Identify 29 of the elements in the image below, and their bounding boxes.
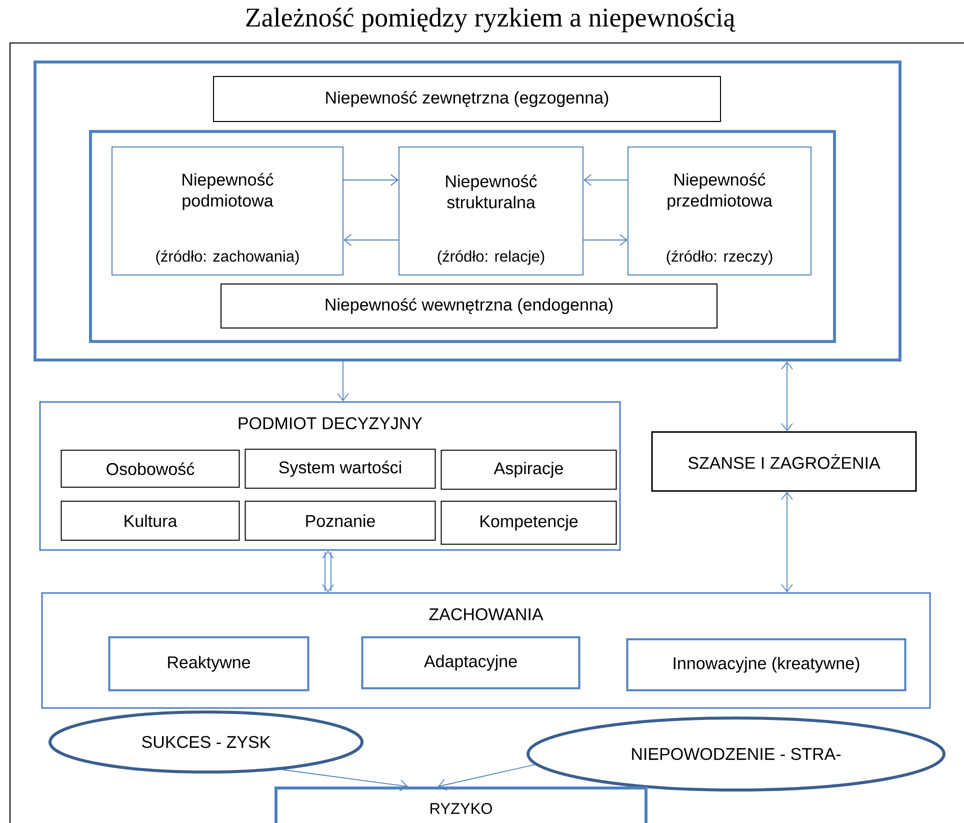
double-arrow [322, 550, 334, 592]
text-box: RYZYKO [274, 786, 648, 823]
text-box: Niepewność strukturalna (źródło: relacje) [398, 146, 584, 276]
text-box: Innowacyjne (kreatywne) [626, 638, 906, 692]
text-box: Kompetencje [440, 500, 617, 545]
arrow [337, 361, 349, 402]
arrow [584, 174, 628, 186]
text-box: Niepewność wewnętrzna (endogenna) [220, 284, 718, 328]
text-box: SZANSE I ZAGROŻENIA [651, 431, 917, 492]
frame-box [89, 130, 836, 343]
text-box: System wartości [244, 448, 436, 489]
arrow [438, 764, 536, 791]
text-box: Adaptacyjne [361, 636, 580, 690]
arrow [281, 769, 408, 792]
text-box: Kultura [60, 500, 240, 541]
arrow [583, 234, 628, 246]
text-box: Niepewność podmiotowa (źródło: zachowania) [112, 146, 344, 276]
double-arrow [781, 362, 793, 432]
arrow [344, 234, 399, 246]
arrow [343, 174, 398, 186]
frame-box [34, 60, 902, 362]
text-box: Poznanie [244, 500, 436, 541]
text-box: Niepewność zewnętrzna (egzogenna) [213, 76, 721, 122]
text-box: Osobowość [60, 450, 240, 488]
double-arrow [781, 492, 793, 592]
title: Zależność pomiędzy ryzkiem a niepewnością [246, 8, 736, 32]
text-box: Reaktywne [108, 636, 310, 692]
text-box: Aspiracje [440, 450, 617, 490]
text-box: Niepewność przedmiotowa (źródło: rzeczy) [628, 146, 812, 276]
